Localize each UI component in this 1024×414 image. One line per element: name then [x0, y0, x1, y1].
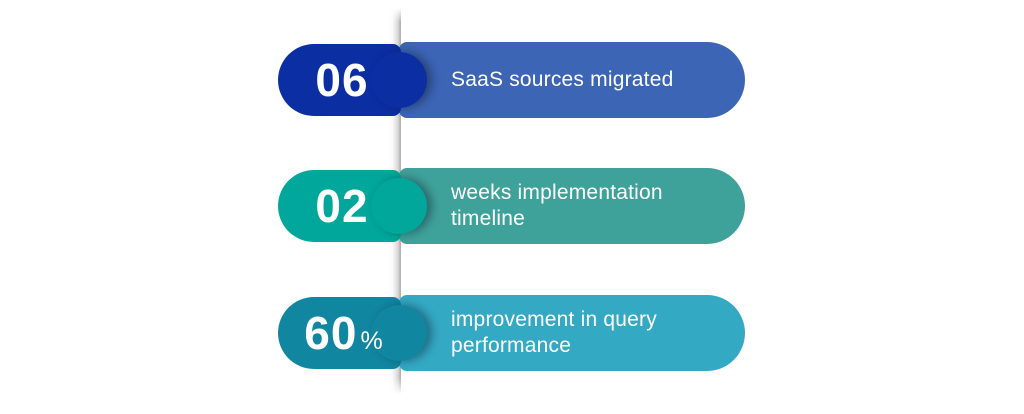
stat-number: 02 — [315, 180, 369, 232]
stat-number-pill: 06 — [278, 44, 427, 116]
stat-number: 06 — [315, 54, 369, 106]
stat-label: improvement in query performance — [451, 308, 657, 357]
stat-number: 60 — [304, 307, 358, 359]
stat-label: SaaS sources migrated — [451, 68, 674, 91]
stat-card-implementation-timeline: weeks implementation timeline 02 — [278, 166, 745, 246]
stat-label: weeks implementation timeline — [451, 181, 663, 230]
stat-number-pill: 60 % — [278, 297, 427, 369]
stat-number-wrap: 60 % — [296, 306, 382, 360]
stat-card-query-performance: improvement in query performance 60 % — [278, 293, 745, 373]
stat-label-pill: weeks implementation timeline — [399, 168, 745, 244]
stat-number-wrap: 02 — [307, 179, 371, 233]
stat-label-pill: SaaS sources migrated — [399, 42, 745, 118]
stat-number-suffix: % — [360, 327, 383, 355]
stat-card-saas-sources: SaaS sources migrated 06 — [278, 40, 745, 120]
stat-label-pill: improvement in query performance — [399, 295, 745, 371]
stat-number-pill: 02 — [278, 170, 427, 242]
stat-number-wrap: 06 — [307, 53, 371, 107]
